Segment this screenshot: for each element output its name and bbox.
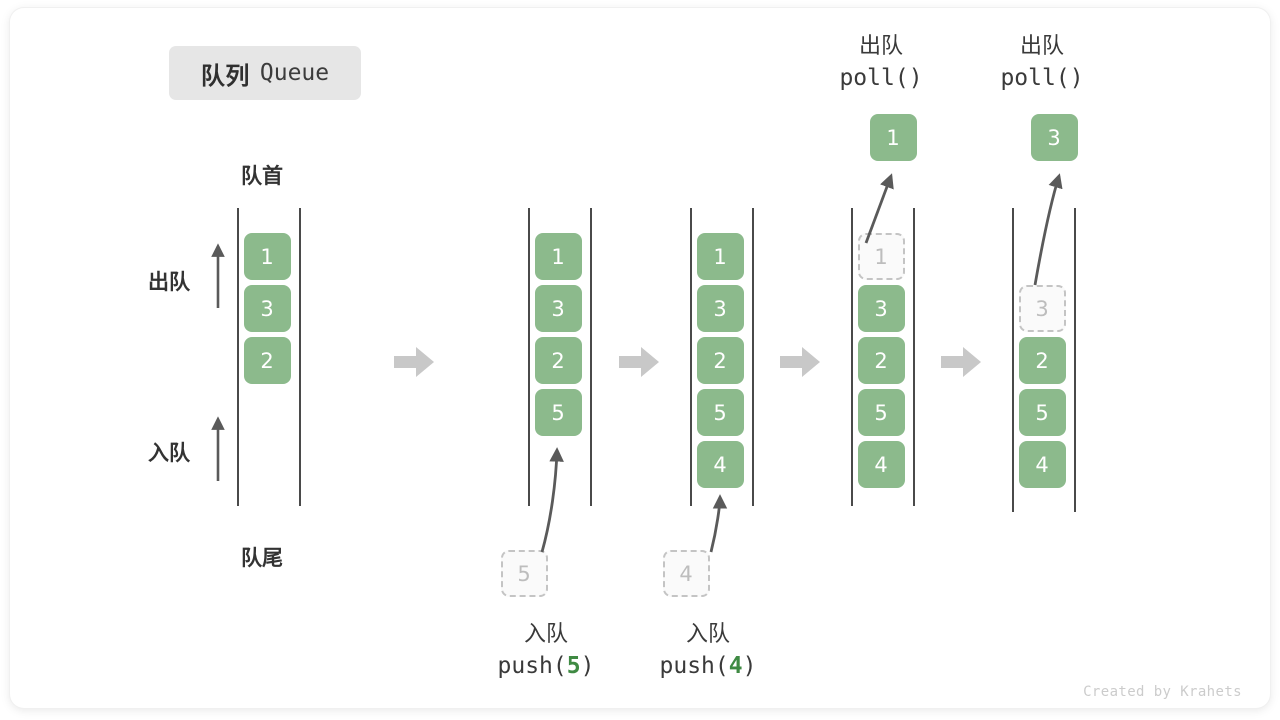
poll-label-cn: 出队 xyxy=(858,33,903,58)
queue-slot: 1 xyxy=(243,233,291,280)
queue-rail xyxy=(237,208,239,506)
step-arrow-icon xyxy=(392,344,436,385)
queue-slot: 2 xyxy=(1018,337,1066,384)
push-label-cn: 入队 xyxy=(685,621,730,646)
pending-push-box: 5 xyxy=(500,550,548,597)
step-arrow-icon xyxy=(939,344,983,385)
queue-slot: 5 xyxy=(696,389,744,436)
polled-value-box: 1 xyxy=(869,114,917,161)
diagram-title-cn: 队列 xyxy=(200,62,250,90)
diagram-title-en: Queue xyxy=(259,60,330,86)
queue-rail xyxy=(690,208,692,506)
queue-slot: 1 xyxy=(534,233,582,280)
queue-slot: 2 xyxy=(534,337,582,384)
queue-rail xyxy=(1074,208,1076,512)
queue-slot: 5 xyxy=(1018,389,1066,436)
queue-rail xyxy=(299,208,301,506)
queue-slot: 3 xyxy=(857,285,905,332)
poll-label-code: poll() xyxy=(839,64,923,91)
watermark: Created by Krahets xyxy=(1083,684,1242,700)
queue-rail xyxy=(590,208,592,506)
pending-push-box: 4 xyxy=(662,550,710,597)
queue-slot: 3 xyxy=(534,285,582,332)
queue-slot: 2 xyxy=(696,337,744,384)
push-operation-label: 入队 push(5) xyxy=(466,618,626,683)
queue-tail-label: 队尾 xyxy=(241,547,283,570)
poll-operation-label: 出队 poll() xyxy=(801,30,961,95)
queue-rail xyxy=(1012,208,1014,512)
queue-slot: 5 xyxy=(534,389,582,436)
push-operation-label: 入队 push(4) xyxy=(628,618,788,683)
queue-slot: 1 xyxy=(696,233,744,280)
dequeue-direction-label: 出队 xyxy=(148,271,190,294)
polled-value-box: 3 xyxy=(1030,114,1078,161)
queue-slot: 3 xyxy=(243,285,291,332)
queue-slot: 2 xyxy=(857,337,905,384)
push-argument: 5 xyxy=(566,652,581,679)
queue-rail xyxy=(913,208,915,506)
enqueue-direction-label: 入队 xyxy=(148,442,190,465)
step-arrow-icon xyxy=(617,344,661,385)
poll-label-cn: 出队 xyxy=(1019,33,1064,58)
queue-rail xyxy=(752,208,754,506)
queue-rail xyxy=(528,208,530,506)
push-label-code: push(4) xyxy=(659,652,757,679)
poll-operation-label: 出队 poll() xyxy=(962,30,1122,95)
push-label-code: push(5) xyxy=(497,652,595,679)
diagram-title-badge: 队列 Queue xyxy=(169,46,361,100)
queue-slot: 3 xyxy=(696,285,744,332)
queue-head-label: 队首 xyxy=(241,165,283,188)
push-label-cn: 入队 xyxy=(523,621,568,646)
step-arrow-icon xyxy=(778,344,822,385)
queue-slot: 5 xyxy=(857,389,905,436)
queue-rail xyxy=(851,208,853,506)
queue-slot: 2 xyxy=(243,337,291,384)
queue-slot-removed: 3 xyxy=(1018,285,1066,332)
push-argument: 4 xyxy=(728,652,743,679)
queue-slot: 4 xyxy=(857,441,905,488)
queue-slot: 4 xyxy=(1018,441,1066,488)
poll-label-code: poll() xyxy=(1000,64,1084,91)
queue-slot: 4 xyxy=(696,441,744,488)
